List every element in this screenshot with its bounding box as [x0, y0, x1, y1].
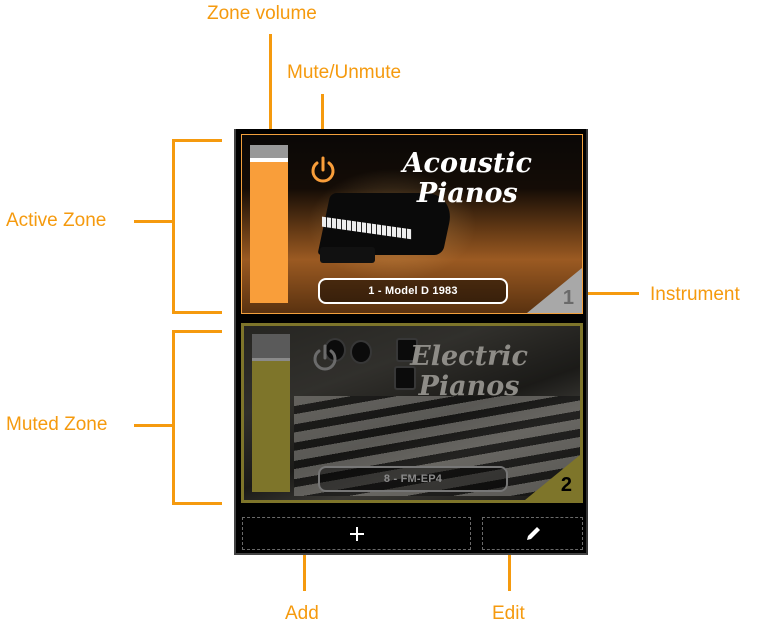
zone-title-line1: Electric	[410, 341, 528, 372]
volume-handle	[250, 158, 288, 162]
knob-shape	[350, 340, 372, 364]
add-zone-button[interactable]	[242, 517, 471, 550]
plus-icon	[349, 526, 364, 541]
annotation-line-add	[303, 536, 306, 591]
piano-bench-shape	[320, 247, 375, 263]
power-icon[interactable]	[308, 155, 338, 185]
zone-number-badge: 2	[525, 455, 580, 500]
zone-title-line1: Acoustic	[402, 148, 532, 179]
zone-volume-slider[interactable]	[250, 145, 288, 303]
annotation-line-edit	[508, 536, 511, 591]
instrument-selector[interactable]: 8 - FM-EP4	[318, 466, 508, 492]
annotation-muted-bracket-top	[172, 330, 222, 333]
annotation-edit: Edit	[492, 603, 525, 624]
power-icon[interactable]	[310, 343, 340, 373]
instrument-selector[interactable]: 1 - Model D 1983	[318, 278, 508, 304]
annotation-mute-unmute: Mute/Unmute	[287, 62, 402, 83]
annotation-line-zone-volume	[269, 34, 272, 142]
zone-title: Acoustic Pianos	[403, 149, 532, 209]
annotation-active-tick	[134, 220, 174, 223]
annotation-muted-bracket-v	[172, 330, 175, 505]
zone-card-active[interactable]: Acoustic Pianos 1 - Model D 1983 1	[241, 134, 583, 314]
zone-title-line2: Pianos	[418, 371, 520, 402]
annotation-active-bracket-v	[172, 139, 175, 314]
annotation-active-bracket-bottom	[172, 311, 222, 314]
annotation-add: Add	[285, 603, 319, 624]
annotation-muted-bracket-bottom	[172, 502, 222, 505]
annotation-instrument: Instrument	[650, 284, 740, 305]
electric-keys-shape	[294, 396, 580, 496]
annotation-muted-tick	[134, 424, 174, 427]
knob-shape	[396, 338, 418, 362]
zone-number-badge: 1	[527, 268, 582, 313]
annotation-zone-volume: Zone volume	[207, 3, 317, 24]
muted-overlay	[244, 326, 580, 500]
acoustic-piano-image	[242, 135, 582, 313]
volume-fill	[250, 162, 288, 303]
pencil-icon	[526, 526, 540, 540]
annotation-active-zone: Active Zone	[6, 210, 107, 231]
annotation-active-bracket-top	[172, 139, 222, 142]
zone-volume-slider[interactable]	[252, 334, 290, 492]
zone-card-muted[interactable]: Electric Pianos 8 - FM-EP4 2	[241, 323, 583, 503]
zone-number: 2	[560, 474, 572, 496]
zone-number: 1	[562, 287, 574, 309]
volume-fill	[252, 361, 290, 492]
annotation-muted-zone: Muted Zone	[6, 414, 108, 435]
knob-shape	[394, 366, 416, 390]
zone-title: Electric Pianos	[410, 342, 528, 402]
volume-empty	[250, 145, 288, 158]
volume-handle	[252, 358, 290, 361]
zone-title-line2: Pianos	[416, 178, 518, 209]
volume-empty	[252, 334, 290, 358]
annotation-line-mute	[321, 94, 324, 154]
edit-zone-button[interactable]	[482, 517, 583, 550]
